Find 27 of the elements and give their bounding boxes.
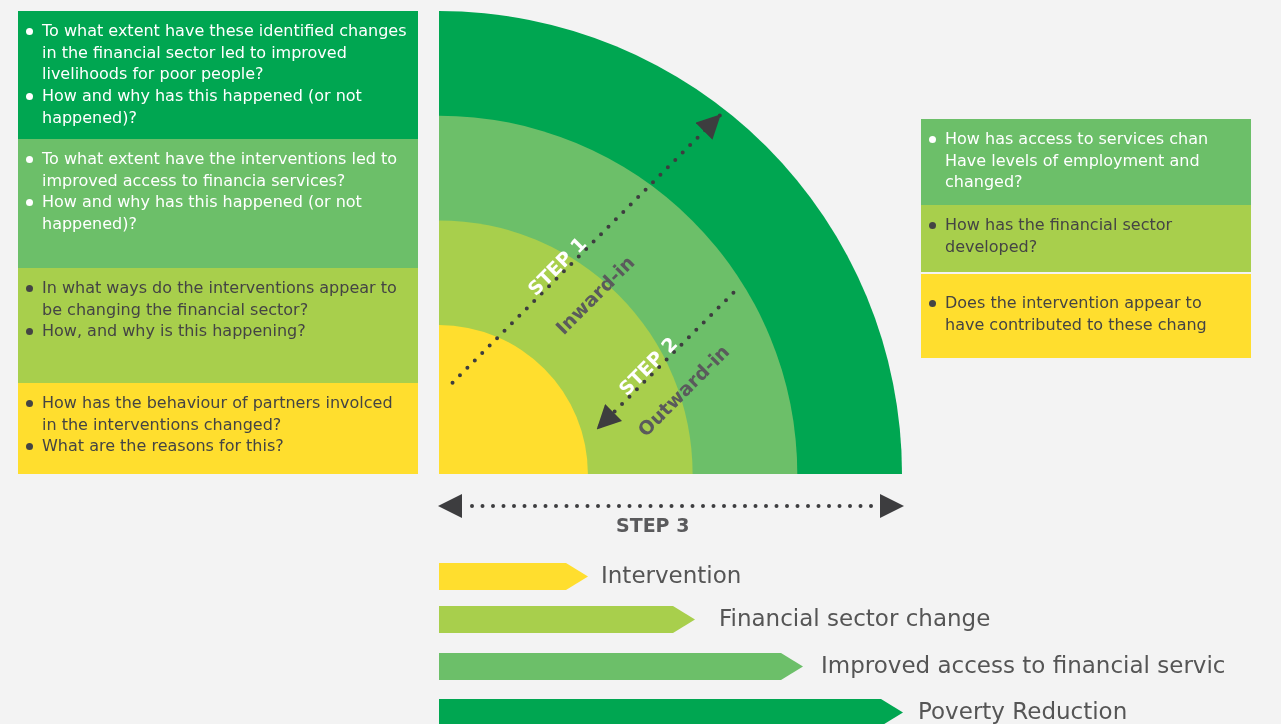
quarter-circle-band [439,115,798,474]
legend-label: Intervention [601,562,742,588]
question-panel [18,268,418,383]
question-panel [18,11,418,139]
question-text: What are the reasons for this? [42,435,285,458]
question-panel [18,139,418,268]
quarter-circle-band [439,11,902,474]
question-text: In what ways do the interventions appear to be changing the financial sector? [42,277,398,321]
legend-label: Improved access to financial servic [821,652,1226,678]
question-text: How has the behaviour of partners involced in the interventions changed? [42,392,394,436]
question-panel [921,119,1251,205]
legend-label: Financial sector change [719,605,991,631]
question-text: To what extent have the interventions led to improved access to financia services? [42,148,399,192]
legend-label: Poverty Reduction [918,698,1128,724]
question-text: How and why has this happened (or not happened)? [42,191,363,235]
question-text: To what extent have these identified changes in the financial sector led to improved livelihoods for poor people? [42,20,408,86]
question-text: Does the intervention appear to have contributed to these chang [945,292,1208,336]
dotted-arrow [594,290,736,432]
question-panel [18,383,418,474]
question-text: How, and why is this happening? [42,320,307,343]
question-text: How and why has this happened (or not happened)? [42,85,363,129]
question-panel [921,274,1251,358]
question-text: How has the financial sector developed? [945,214,1174,258]
question-panel [921,205,1251,272]
step-label: STEP 3 [616,514,690,536]
dotted-arrow [450,112,723,385]
question-text: How has access to services chan Have levels of employment and changed? [945,128,1210,194]
